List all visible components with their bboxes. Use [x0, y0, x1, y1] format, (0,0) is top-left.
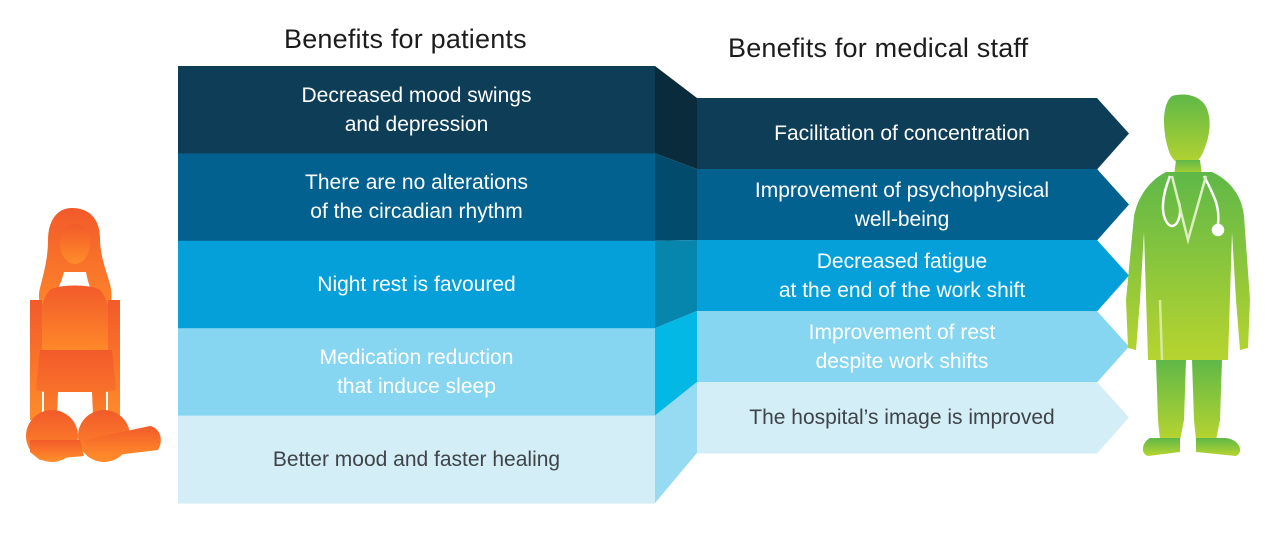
- heading-benefits-for-patients: Benefits for patients: [284, 24, 527, 54]
- patient-benefit-label: There are no alterations of the circadia…: [305, 171, 528, 224]
- doctor-stethoscope-icon: [1126, 94, 1250, 456]
- staff-benefit-arrow: [697, 240, 1129, 312]
- patient-benefit-band: [178, 153, 655, 242]
- staff-benefit-label: The hospital’s image is improved: [749, 406, 1055, 429]
- staff-benefit-arrow: [697, 98, 1129, 170]
- band-connector: [655, 66, 697, 169]
- patient-benefit-label: Medication reduction that induce sleep: [319, 345, 514, 398]
- wheelchair-user-icon: [26, 208, 161, 462]
- staff-benefit-label: Improvement of psychophysical well-being: [754, 178, 1050, 231]
- patient-benefit-band: [178, 415, 655, 504]
- staff-benefit-label: Improvement of rest despite work shifts: [808, 320, 996, 373]
- staff-benefit-arrow: [697, 311, 1129, 383]
- staff-benefit-arrow: [697, 169, 1129, 241]
- staff-benefit-arrow: [697, 382, 1129, 454]
- band-connector: [655, 240, 697, 329]
- patient-benefit-band: [178, 66, 655, 154]
- staff-benefit-label: Decreased fatigue at the end of the work…: [778, 249, 1026, 302]
- patient-benefit-label: Better mood and faster healing: [272, 447, 561, 471]
- band-connector: [655, 382, 697, 503]
- stethoscope-detail: [1158, 175, 1225, 361]
- patient-benefit-band: [178, 328, 655, 417]
- patient-benefit-band: [178, 240, 655, 329]
- band-connector: [655, 153, 697, 241]
- patient-benefit-label: Decreased mood swings and depression: [301, 83, 532, 136]
- heading-benefits-for-medical-staff: Benefits for medical staff: [728, 33, 1029, 63]
- patient-benefit-label: Night rest is favoured: [317, 272, 516, 296]
- staff-benefit-label: Facilitation of concentration: [774, 122, 1030, 145]
- band-connector: [655, 311, 697, 416]
